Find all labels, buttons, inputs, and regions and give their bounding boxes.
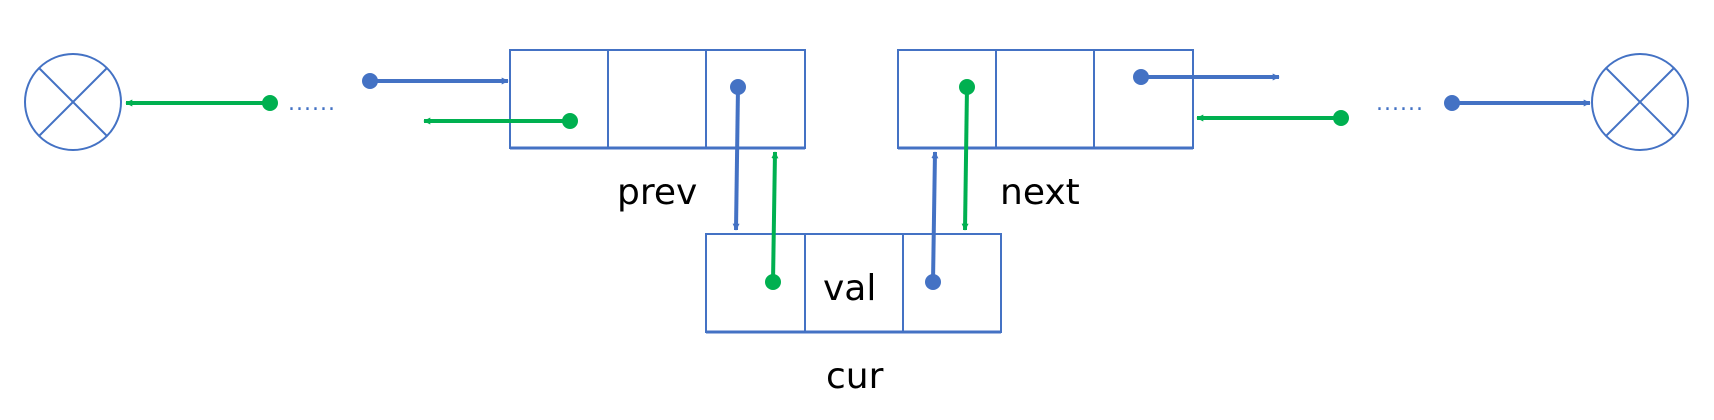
- left-forward-link-into-prev: [362, 73, 509, 89]
- left-ellipsis: ......: [288, 91, 336, 116]
- right-null-cross-icon: [1591, 53, 1689, 151]
- prev-node-box: [509, 49, 806, 150]
- cur-node-box: [705, 233, 1002, 334]
- cur-label: cur: [826, 356, 884, 397]
- next-label: next: [1000, 172, 1080, 213]
- right-backward-link-into-next: [1196, 110, 1349, 126]
- next-node-box: [897, 49, 1194, 150]
- cur-value-label: val: [823, 268, 876, 309]
- right-forward-link-to-null: [1444, 95, 1591, 111]
- prev-label: prev: [617, 172, 697, 213]
- prev-next-link-to-cur: [730, 79, 746, 231]
- left-backward-link-to-null: [125, 95, 278, 111]
- left-null-cross-icon: [24, 53, 122, 151]
- right-ellipsis: ......: [1376, 91, 1424, 116]
- prev-backward-link-out: [423, 113, 578, 129]
- next-prev-link-to-cur: [959, 79, 975, 231]
- cur-next-link-to-next: [925, 151, 941, 290]
- cur-prev-link-to-prev: [765, 151, 781, 290]
- next-forward-link-out: [1133, 69, 1280, 85]
